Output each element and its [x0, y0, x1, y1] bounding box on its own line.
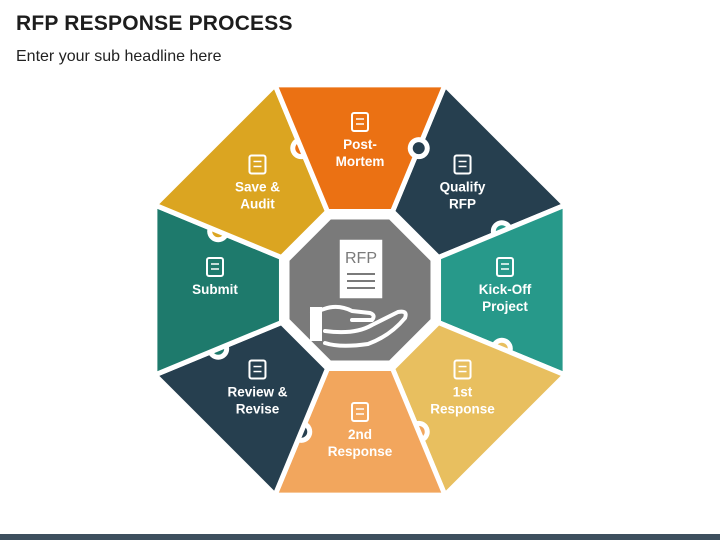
page-subtitle: Enter your sub headline here — [16, 48, 222, 65]
audit-document-icon — [248, 154, 267, 175]
segment-label-line: Response — [430, 402, 495, 417]
segment-connector-dot — [412, 142, 425, 155]
segment-label-line: Kick-Off — [479, 282, 532, 297]
document-search-icon — [248, 359, 267, 380]
segment-label-line: Submit — [192, 282, 238, 297]
segment-label-line: Response — [328, 444, 393, 459]
center-rfp-label: RFP — [345, 250, 377, 267]
segment-label-line: Save & — [235, 179, 280, 194]
segment-label-line: Review & — [227, 385, 287, 400]
segment-label-save-audit: Save & Audit — [235, 179, 280, 211]
segment-label-line: Audit — [240, 196, 275, 211]
segment-label-post-mortem: Post- Mortem — [336, 137, 385, 169]
team-question-icon — [351, 112, 369, 132]
segment-label-line: 2nd — [348, 427, 372, 442]
rocket-icon — [496, 257, 514, 277]
segment-post-mortem — [272, 82, 448, 214]
footer-bar — [0, 534, 720, 540]
page-title: RFP RESPONSE PROCESS — [16, 12, 293, 35]
segment-label-line: Post- — [343, 137, 377, 152]
user-sparkle-icon — [351, 402, 369, 422]
rfp-document-in-hand-icon: RFP — [310, 238, 408, 348]
checklist-icon — [453, 154, 472, 175]
message-clock-icon — [453, 359, 472, 380]
segment-label-line: Revise — [236, 402, 280, 417]
segment-label-submit: Submit — [192, 282, 238, 297]
id-card-send-icon — [206, 257, 224, 277]
segment-label-line: Project — [482, 299, 528, 314]
segment-label-line: 1st — [453, 385, 473, 400]
segment-label-line: Qualify — [440, 179, 486, 194]
segment-label-line: Mortem — [336, 154, 385, 169]
segment-label-review: Review & Revise — [227, 385, 287, 417]
segment-label-line: RFP — [449, 196, 476, 211]
